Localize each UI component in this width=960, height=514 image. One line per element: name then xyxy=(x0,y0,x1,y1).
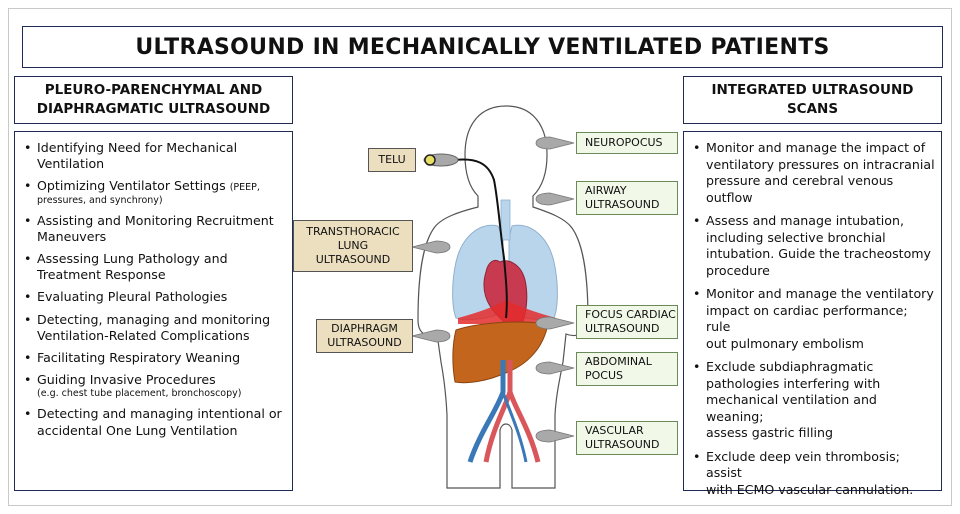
label-text: POCUS xyxy=(585,369,624,382)
label-text: ULTRASOUND xyxy=(585,322,660,335)
label-text: AIRWAY xyxy=(585,184,627,197)
vascular-label: VASCULAR ULTRASOUND xyxy=(576,421,678,455)
list-item-text: Exclude subdiaphragmatic xyxy=(706,359,874,374)
list-item-text: Assisting and Monitoring Recruitment xyxy=(37,212,274,228)
probe-icon xyxy=(535,136,575,150)
list-item: Facilitating Respiratory Weaning xyxy=(23,350,286,366)
left-list-box: Identifying Need for Mechanical Ventilat… xyxy=(14,131,293,491)
list-item-text: Maneuvers xyxy=(37,228,107,244)
list-item-text: Ventilation-Related Complications xyxy=(37,327,250,343)
list-item: Assess and manage intubation, including … xyxy=(692,213,935,279)
list-item-text: with ECMO vascular cannulation. xyxy=(706,481,914,497)
right-heading-line: INTEGRATED ULTRASOUND xyxy=(711,82,914,98)
list-item: Identifying Need for Mechanical Ventilat… xyxy=(23,140,286,172)
list-item-text: Guiding Invasive Procedures xyxy=(37,372,216,388)
list-item: Assisting and Monitoring Recruitment Man… xyxy=(23,213,286,245)
label-text: ULTRASOUND xyxy=(315,253,391,266)
neuropocus-label: NEUROPOCUS xyxy=(576,132,678,154)
label-text: ULTRASOUND xyxy=(585,438,660,451)
list-item-text: Identifying Need for Mechanical xyxy=(37,140,238,155)
list-item-text: Assessing Lung Pathology and xyxy=(37,251,228,267)
label-text: ABDOMINAL xyxy=(585,355,652,368)
list-item: Guiding Invasive Procedures (e.g. chest … xyxy=(23,372,286,400)
probe-icon xyxy=(411,329,451,343)
list-item-note: (PEEP, xyxy=(229,182,260,194)
telu-label: TELU xyxy=(368,148,416,172)
list-item-text: impact on cardiac performance; rule xyxy=(706,302,908,335)
list-item-text: Treatment Response xyxy=(37,267,166,283)
left-heading-line: DIAPHRAGMATIC ULTRASOUND xyxy=(36,101,271,117)
label-text: LUNG xyxy=(337,239,369,252)
list-item-text: including selective bronchial xyxy=(706,229,886,245)
list-item: Monitor and manage the ventilatory impac… xyxy=(692,286,935,352)
figure-title: ULTRASOUND IN MECHANICALLY VENTILATED PA… xyxy=(135,34,830,60)
telu-probe-tip-icon xyxy=(424,154,436,166)
list-item-text: mechanical ventilation and weaning; xyxy=(706,392,877,424)
list-item-text: Monitor and manage the ventilatory xyxy=(706,286,934,301)
right-heading-line: SCANS xyxy=(786,101,839,117)
list-item-text: pathologies interfering with xyxy=(706,375,881,391)
list-item-text: out pulmonary embolism xyxy=(706,335,864,351)
label-text: VASCULAR xyxy=(585,424,644,437)
label-text: DIAPHRAGM xyxy=(331,322,398,335)
list-item: Exclude deep vein thrombosis; assist wit… xyxy=(692,449,935,499)
list-item-note: (e.g. chest tube placement, bronchoscopy… xyxy=(37,388,242,400)
left-heading-box: PLEURO-PARENCHYMAL AND DIAPHRAGMATIC ULT… xyxy=(14,76,293,124)
artery xyxy=(483,391,513,463)
abdominal-pocus-label: ABDOMINAL POCUS xyxy=(576,352,678,386)
list-item: Detecting, managing and monitoring Venti… xyxy=(23,312,286,344)
list-item-text: Optimizing Ventilator Settings xyxy=(37,178,226,194)
right-list-box: Monitor and manage the impact of ventila… xyxy=(683,131,942,497)
list-item-text: Ventilation xyxy=(37,156,105,172)
telu-cable xyxy=(454,158,508,319)
transthoracic-lung-label: TRANSTHORACIC LUNG ULTRASOUND xyxy=(293,220,413,272)
label-text: FOCUS CARDIAC xyxy=(585,308,676,321)
label-text: TELU xyxy=(378,153,406,166)
list-item-text: Monitor and manage the impact of xyxy=(706,140,926,155)
list-item: Evaluating Pleural Pathologies xyxy=(23,289,286,305)
focus-cardiac-label: FOCUS CARDIAC ULTRASOUND xyxy=(576,305,678,339)
list-item-text: procedure xyxy=(706,262,770,278)
vein xyxy=(501,391,528,463)
label-text: NEUROPOCUS xyxy=(585,136,663,149)
list-item: Monitor and manage the impact of ventila… xyxy=(692,140,935,206)
list-item-text: intubation. Guide the tracheostomy xyxy=(706,246,932,261)
right-heading-box: INTEGRATED ULTRASOUND SCANS xyxy=(683,76,942,124)
probe-icon xyxy=(535,429,575,443)
list-item: Detecting and managing intentional or ac… xyxy=(23,406,286,438)
list-item-text: ventilatory pressures on intracranial xyxy=(706,156,935,172)
airway-label: AIRWAY ULTRASOUND xyxy=(576,181,678,215)
list-item-text: Evaluating Pleural Pathologies xyxy=(37,289,228,305)
list-item: Optimizing Ventilator Settings (PEEP, pr… xyxy=(23,178,286,206)
list-item-text: Detecting, managing and monitoring xyxy=(37,311,271,327)
left-heading-line: PLEURO-PARENCHYMAL AND xyxy=(44,82,263,98)
list-item-text: assess gastric filling xyxy=(706,425,833,440)
label-text: ULTRASOUND xyxy=(327,336,402,349)
list-item-text: Detecting and managing intentional or xyxy=(37,406,282,422)
trachea xyxy=(500,199,511,241)
probe-icon xyxy=(535,192,575,206)
label-text: TRANSTHORACIC xyxy=(306,225,400,238)
probe-icon xyxy=(535,316,575,330)
list-item-text: Facilitating Respiratory Weaning xyxy=(37,350,241,366)
list-item-text: Exclude deep vein thrombosis; assist xyxy=(706,448,900,481)
list-item: Exclude subdiaphragmatic pathologies int… xyxy=(692,359,935,442)
list-item-text: accidental One Lung Ventilation xyxy=(37,422,238,438)
list-item-text: Assess and manage intubation, xyxy=(706,213,904,228)
diaphragm-label: DIAPHRAGM ULTRASOUND xyxy=(316,319,413,353)
title-box: ULTRASOUND IN MECHANICALLY VENTILATED PA… xyxy=(22,26,943,68)
probe-icon xyxy=(411,240,451,254)
list-item: Assessing Lung Pathology and Treatment R… xyxy=(23,251,286,283)
list-item-text: outflow xyxy=(706,189,753,205)
label-text: ULTRASOUND xyxy=(585,198,660,211)
list-item-text: pressure and cerebral venous xyxy=(706,173,894,188)
probe-icon xyxy=(535,361,575,375)
list-item-note: pressures, and synchrony) xyxy=(37,194,163,206)
